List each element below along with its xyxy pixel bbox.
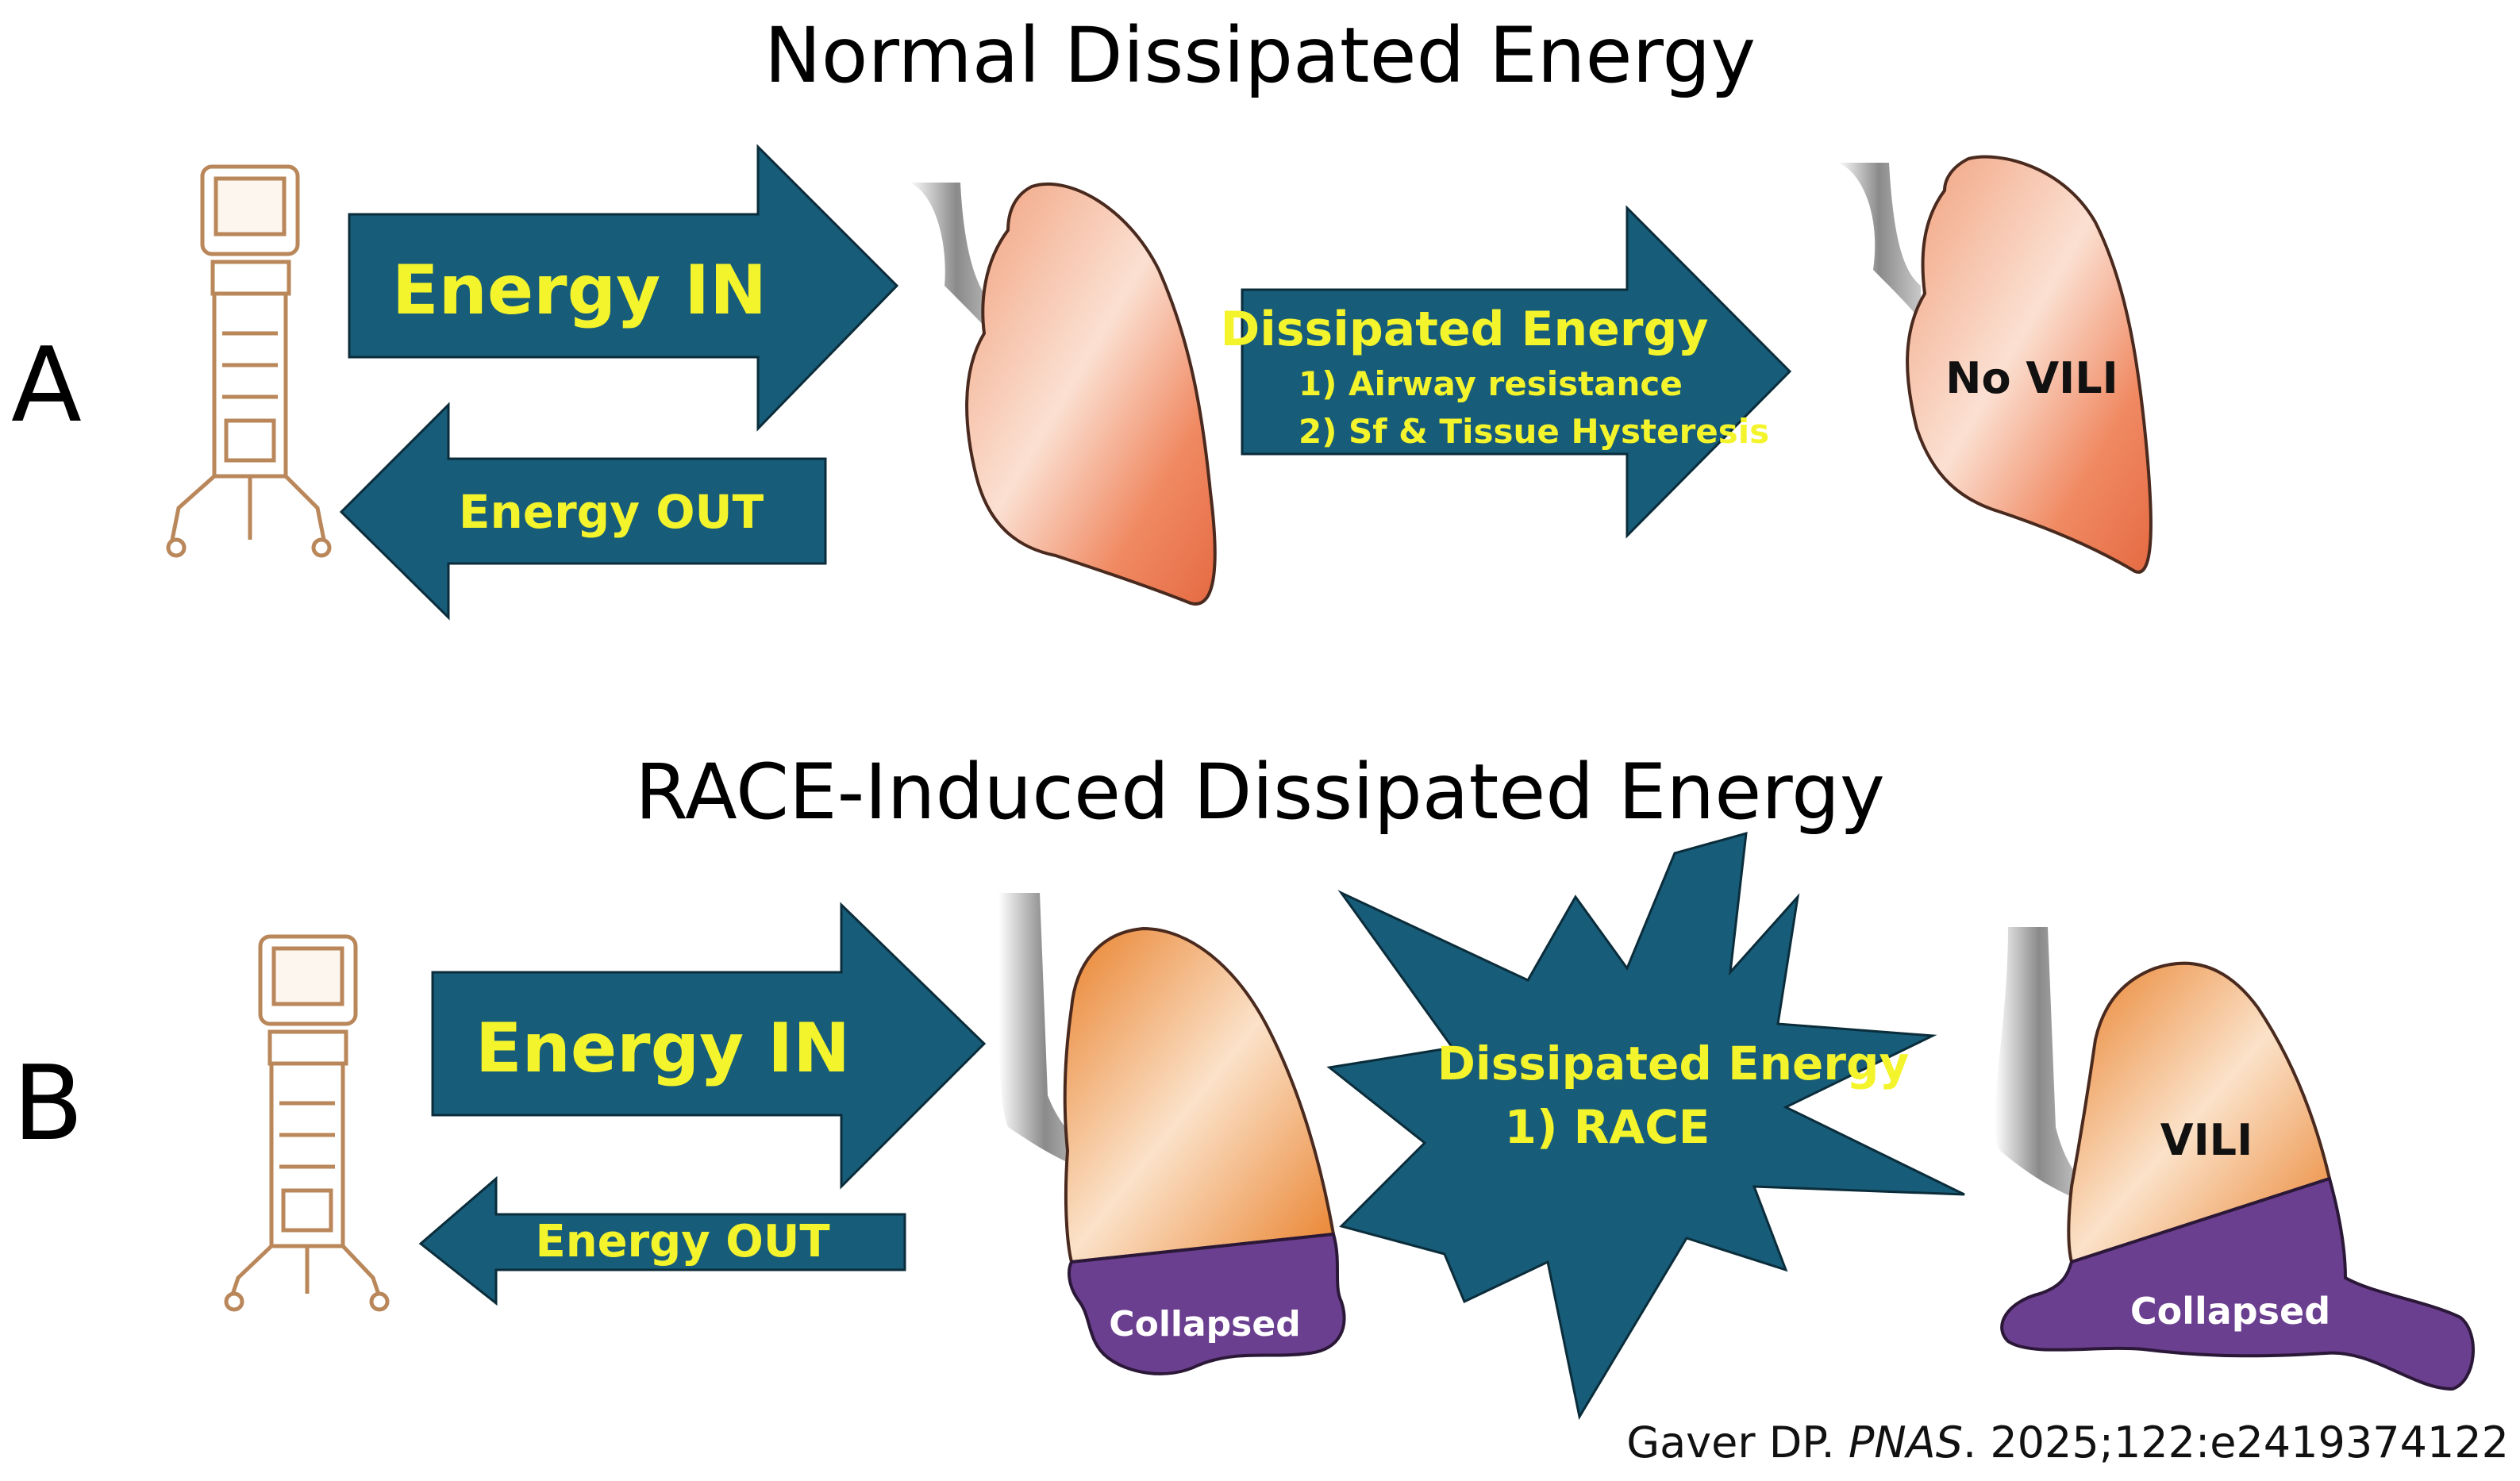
- panel-a-title: Normal Dissipated Energy: [764, 11, 1756, 100]
- energy-in-arrow-b: [431, 902, 987, 1190]
- dissipated-energy-title-a: Dissipated Energy: [1220, 302, 1708, 357]
- dissipated-energy-arrow-a: [1241, 205, 1792, 539]
- panel-b-title: RACE-Induced Dissipated Energy: [635, 748, 1885, 837]
- citation-rest: . 2025;122:e2419374122: [1963, 1418, 2509, 1468]
- lung-icon: VILI Collapsed: [1995, 927, 2475, 1391]
- citation: Gaver DP. PNAS. 2025;122:e2419374122: [1626, 1418, 2509, 1468]
- energy-in-arrow-a: [348, 144, 899, 432]
- dissipated-item1-b: 1) RACE: [1505, 1100, 1710, 1154]
- citation-author: Gaver DP.: [1626, 1418, 1835, 1468]
- panel-a-letter: A: [11, 325, 82, 445]
- energy-out-arrow-a: [339, 402, 827, 621]
- energy-in-label-b: Energy IN: [475, 1009, 850, 1088]
- lung-icon: No VILI: [1837, 155, 2153, 574]
- ventilator-icon: [224, 934, 390, 1312]
- energy-in-label-a: Energy IN: [392, 251, 767, 330]
- energy-out-arrow-b: [418, 1175, 906, 1306]
- ventilator-icon: [166, 164, 332, 558]
- citation-journal: PNAS: [1848, 1418, 1963, 1468]
- lung-label-a: No VILI: [1945, 353, 2118, 403]
- collapsed-label-1: Collapsed: [1109, 1304, 1300, 1344]
- collapsed-region: [1068, 1232, 1346, 1375]
- lung-label-b: VILI: [2160, 1115, 2253, 1165]
- dissipated-item1-a: 1) Airway resistance: [1298, 364, 1683, 403]
- lung-icon: Collapsed: [998, 893, 1346, 1375]
- collapsed-region: [2000, 1176, 2475, 1391]
- lung-icon: [909, 182, 1217, 606]
- collapsed-label-2: Collapsed: [2130, 1290, 2330, 1333]
- dissipated-item2-a: 2) Sf & Tissue Hysteresis: [1298, 412, 1769, 451]
- energy-out-label-b: Energy OUT: [535, 1216, 829, 1268]
- dissipated-energy-title-b: Dissipated Energy: [1437, 1037, 1910, 1091]
- energy-out-label-a: Energy OUT: [459, 485, 764, 539]
- panel-b-letter: B: [13, 1043, 84, 1164]
- starburst-shape: [1326, 831, 1965, 1421]
